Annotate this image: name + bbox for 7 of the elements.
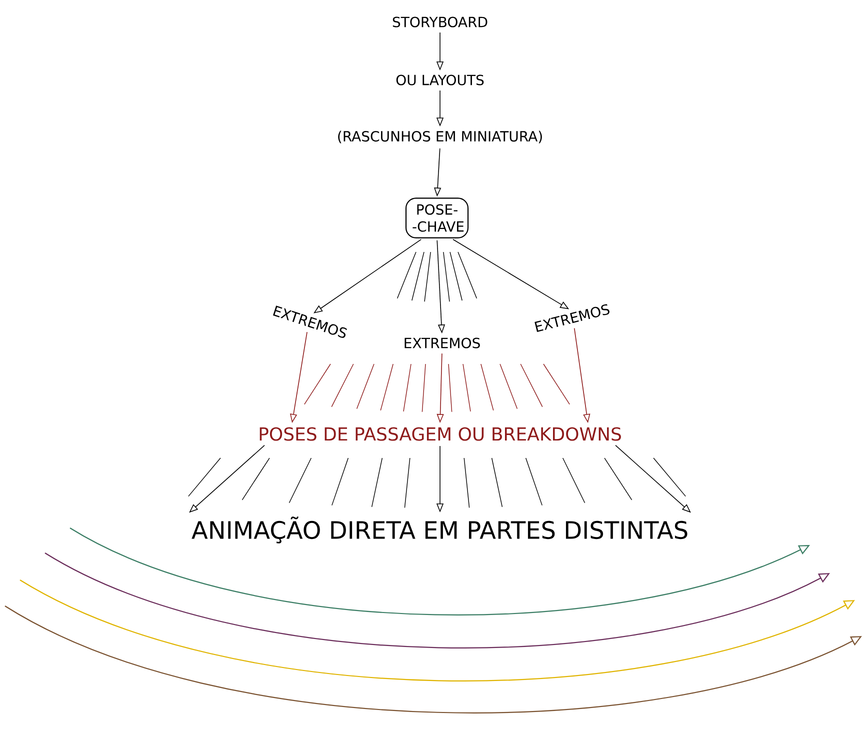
rounded-box: POSE- -CHAVE [405,198,469,238]
stage-label: STORYBOARD [392,16,488,28]
stage-heading: ANIMAÇÃO DIRETA EM PARTES DISTINTAS [192,516,688,544]
stage-label: (RASCUNHOS EM MINIATURA) [338,130,542,144]
stage-label: EXTREMOS [404,338,480,348]
stage-heading: POSES DE PASSAGEM OU BREAKDOWNS [260,427,621,441]
stage-label: OU LAYOUTS [396,74,484,86]
